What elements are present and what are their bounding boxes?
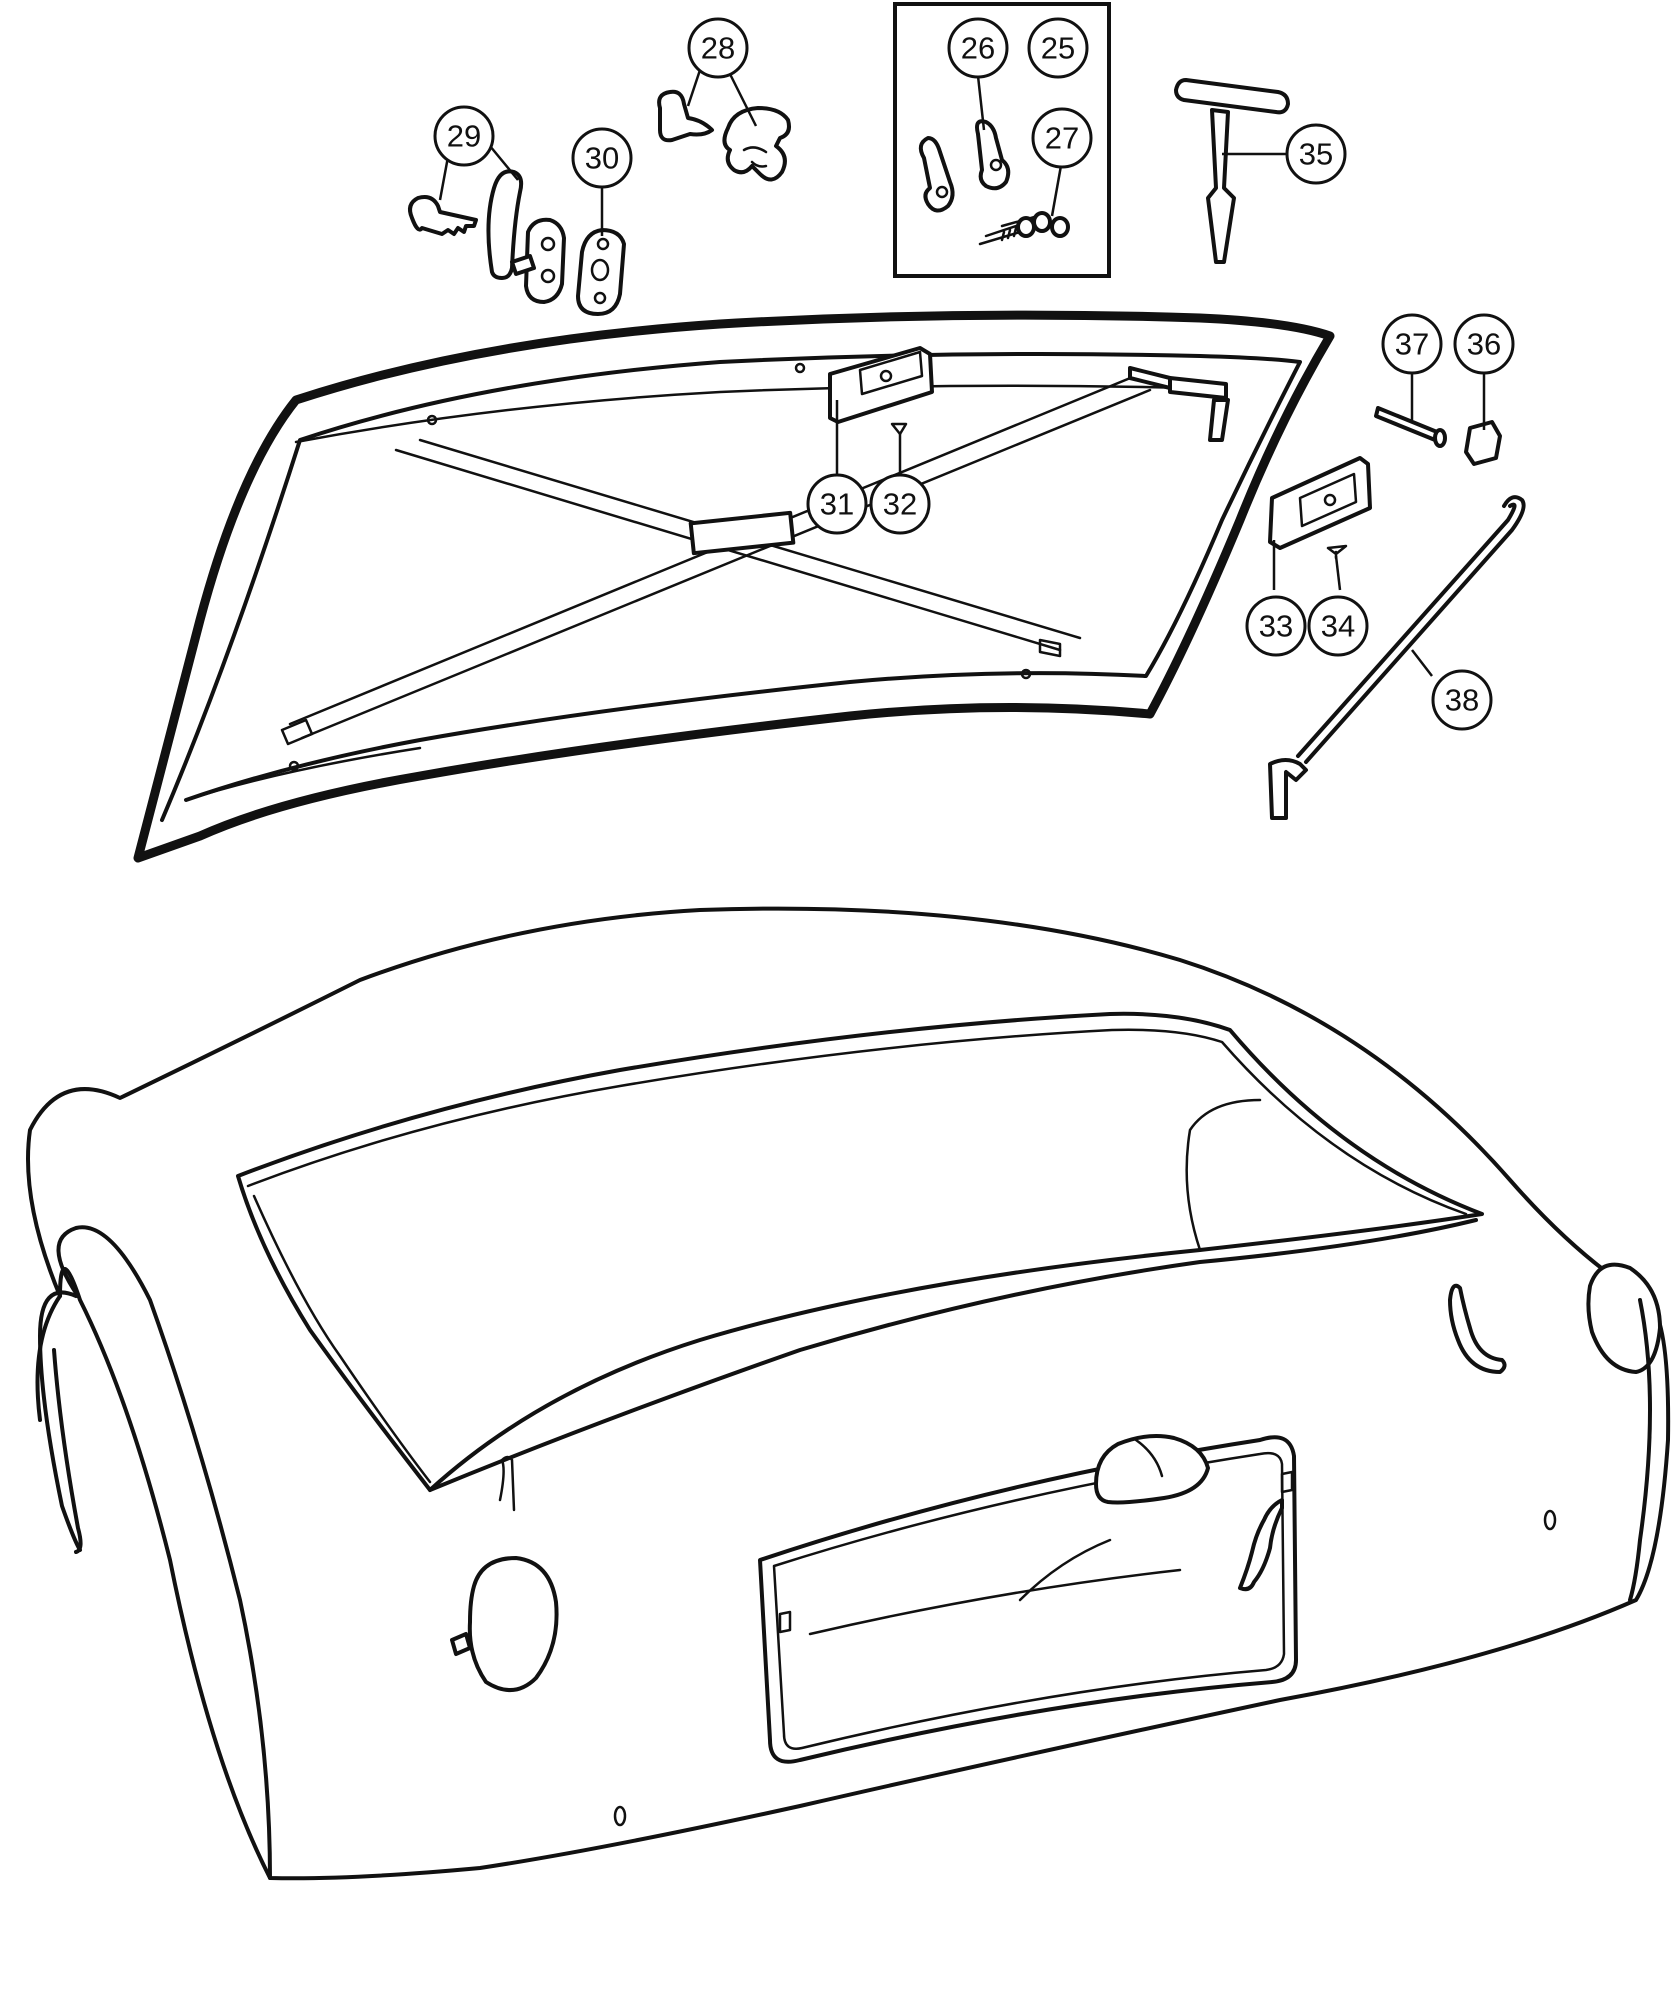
svg-text:28: 28 — [701, 31, 735, 66]
part-35-t-key — [1174, 78, 1290, 264]
svg-text:32: 32 — [883, 487, 917, 522]
callouts: 25 26 27 28 29 30 31 32 — [433, 17, 1515, 731]
part-30-plate — [576, 228, 626, 316]
part-36-clip — [1464, 420, 1502, 466]
boot-handle-lamp — [1094, 1434, 1210, 1505]
lid-latch-31 — [828, 346, 934, 424]
callout-33: 33 — [1245, 595, 1307, 657]
callout-26: 26 — [947, 17, 1009, 79]
part-33-latch — [1268, 456, 1372, 550]
svg-text:34: 34 — [1321, 609, 1355, 644]
svg-text:35: 35 — [1299, 137, 1333, 172]
tail-light-left — [467, 1556, 559, 1692]
svg-text:29: 29 — [447, 119, 481, 154]
callout-28: 28 — [687, 17, 749, 79]
part-29-key-handle — [408, 169, 566, 304]
boot-lid-outline — [133, 310, 1335, 863]
svg-text:31: 31 — [820, 487, 854, 522]
screws — [978, 211, 1070, 246]
callout-29: 29 — [433, 105, 495, 167]
callout-25: 25 — [1027, 17, 1089, 79]
callout-32: 32 — [869, 473, 931, 535]
body-outline — [26, 906, 1671, 1881]
part-28-catch — [657, 89, 791, 182]
svg-text:25: 25 — [1041, 31, 1075, 66]
callout-34: 34 — [1307, 595, 1369, 657]
callout-31: 31 — [806, 473, 868, 535]
inset-panel — [893, 2, 1111, 278]
part-38-stay-rod — [1268, 495, 1526, 820]
car-rear-body — [26, 906, 1671, 1881]
boot-lid — [133, 310, 1335, 863]
callout-37: 37 — [1381, 313, 1443, 375]
svg-text:26: 26 — [961, 31, 995, 66]
lock-cam-right — [975, 119, 1011, 191]
callout-36: 36 — [1453, 313, 1515, 375]
svg-text:37: 37 — [1395, 327, 1429, 362]
svg-text:27: 27 — [1045, 121, 1079, 156]
tail-light-right — [1586, 1262, 1662, 1374]
callout-30: 30 — [571, 127, 633, 189]
svg-text:36: 36 — [1467, 327, 1501, 362]
lock-cam-left — [918, 136, 955, 213]
svg-text:38: 38 — [1445, 683, 1479, 718]
callout-27: 27 — [1031, 107, 1093, 169]
callout-38: 38 — [1431, 669, 1493, 731]
svg-text:33: 33 — [1259, 609, 1293, 644]
svg-text:30: 30 — [585, 141, 619, 176]
callout-35: 35 — [1285, 123, 1347, 185]
part-37-pin — [1374, 406, 1447, 448]
